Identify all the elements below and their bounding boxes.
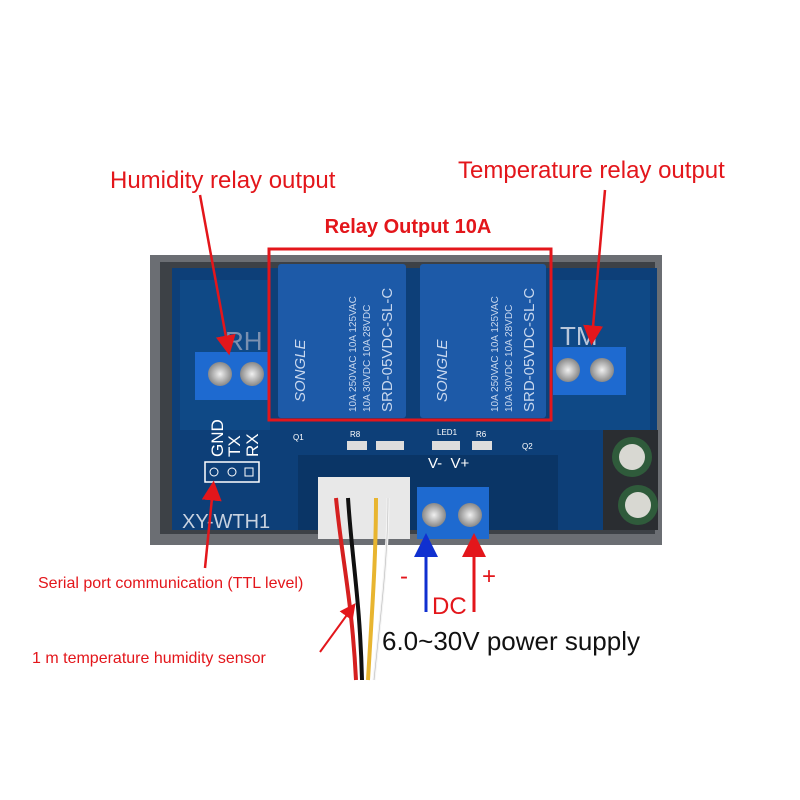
svg-text:10A 30VDC 10A 28VDC: 10A 30VDC 10A 28VDC [362,305,373,412]
dc-plus-label: + [482,563,496,590]
svg-text:SRD-05VDC-SL-C: SRD-05VDC-SL-C [379,288,396,412]
pin-rx: RX [243,433,262,457]
svg-text:SRD-05VDC-SL-C: SRD-05VDC-SL-C [521,288,538,412]
svg-text:SONGLE: SONGLE [434,338,451,402]
serial-port-label: Serial port communication (TTL level) [38,575,303,592]
arrow-temperature [583,189,607,346]
terminal-power [417,487,489,539]
sensor-label: 1 m temperature humidity sensor [32,650,267,667]
rh-label: RH [225,326,263,356]
svg-text:SONGLE: SONGLE [292,338,309,402]
r8-label: R8 [350,430,361,439]
humidity-relay-label: Humidity relay output [110,167,336,194]
model-label: XY-WTH1 [182,511,270,533]
serial-header [204,461,260,483]
power-supply-label: 6.0~30V power supply [382,626,640,656]
svg-text:10A 250VAC 10A 125VAC: 10A 250VAC 10A 125VAC [490,296,501,412]
power-pins-label: V- V+ [428,455,470,472]
led1-label: LED1 [437,428,458,437]
sensor-connector [318,477,410,539]
arrow-sensor [319,603,356,653]
svg-text:10A 30VDC 10A 28VDC: 10A 30VDC 10A 28VDC [504,305,515,412]
terminal-temperature [553,347,626,395]
relay-right: SONGLE 10A 250VAC 10A 125VAC 10A 30VDC 1… [420,264,546,418]
relay-output-label: Relay Output 10A [325,216,492,238]
q1-label: Q1 [293,433,304,442]
terminal-humidity [195,352,270,400]
temperature-relay-label: Temperature relay output [458,157,725,184]
q2-label: Q2 [522,442,533,451]
dc-label: DC [432,593,467,620]
sensor-wires [334,497,390,681]
r6-label: R6 [476,430,487,439]
pin-tx: TX [225,435,244,457]
arrow-serial [201,480,222,569]
relay-highlight-box [267,247,553,422]
dc-minus-label: - [400,563,408,590]
svg-text:10A 250VAC 10A 125VAC: 10A 250VAC 10A 125VAC [348,296,359,412]
relay-left: SONGLE 10A 250VAC 10A 125VAC 10A 30VDC 1… [278,264,406,418]
pin-gnd: GND [208,419,227,457]
arrow-humidity [198,194,236,356]
